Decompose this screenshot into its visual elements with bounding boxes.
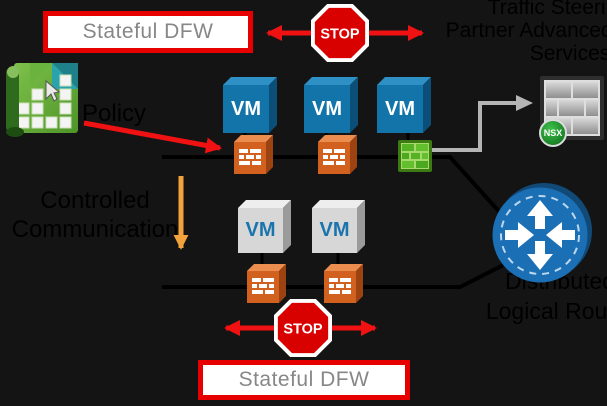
traffic-steering-label: Traffic Steering to Partner Advanced Sec… <box>420 0 607 65</box>
vm-label: VM <box>377 85 423 133</box>
nsx-badge-label: NSX <box>544 128 563 138</box>
traffic-steering-line2: Partner Advanced Security <box>445 19 607 42</box>
traffic-steering-line1: Traffic Steering to <box>487 0 607 19</box>
partner-service-green-icon <box>398 140 432 172</box>
stop-sign-top-icon: STOP <box>311 4 369 62</box>
vm-label: VM <box>238 208 283 253</box>
policy-push-arrow <box>83 120 222 154</box>
stateful-dfw-box-bottom: Stateful DFW <box>198 360 410 400</box>
nsx-badge-icon <box>539 119 567 147</box>
stop-text-top: STOP <box>320 26 360 42</box>
traffic-steering-line3: Services <box>529 42 607 65</box>
firewall-front-face <box>247 271 279 303</box>
controlled-line1: Controlled <box>40 187 150 214</box>
controlled-line2: Communication <box>11 216 179 243</box>
cursor-icon <box>45 79 61 102</box>
stop-sign-bottom-icon: STOP <box>274 299 332 357</box>
controlled-communication-label: Controlled Communication <box>0 186 190 244</box>
distributed-logical-router-icon <box>492 183 592 283</box>
security-policy-icon <box>6 63 78 137</box>
stateful-dfw-box-top: Stateful DFW <box>43 11 253 53</box>
vm-label: VM <box>312 208 357 253</box>
stop-text-bottom: STOP <box>283 321 323 337</box>
firewall-front-face <box>234 142 266 174</box>
dlr-line2: Logical Router <box>485 298 607 324</box>
service-steering-line <box>432 101 517 152</box>
stateful-dfw-label-bottom: Stateful DFW <box>238 368 370 391</box>
firewall-front-face <box>318 142 350 174</box>
stateful-dfw-label-top: Stateful DFW <box>82 20 214 43</box>
vm-label: VM <box>304 85 350 133</box>
nsx-partner-firewall-icon: NSX <box>539 76 604 147</box>
service-steering-arrowhead-icon <box>516 95 533 111</box>
vm-label: VM <box>223 85 269 133</box>
scroll-roll <box>6 67 19 133</box>
firewall-front-face <box>324 271 356 303</box>
router-arrows-icon <box>505 200 575 270</box>
